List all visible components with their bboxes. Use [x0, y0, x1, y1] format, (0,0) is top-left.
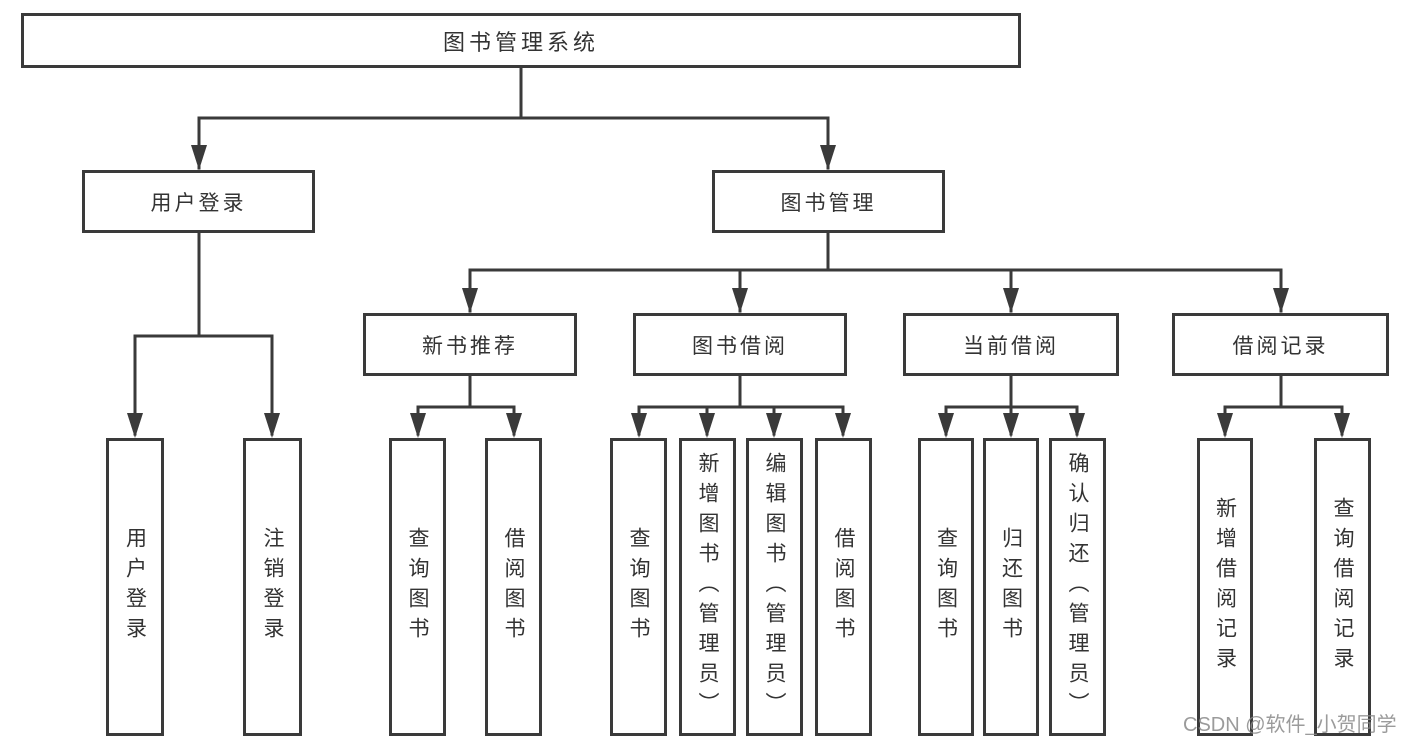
watermark-text: CSDN @软件_小贺同学 — [1183, 714, 1397, 736]
arrow-down-icon — [506, 413, 522, 438]
arrow-down-icon — [462, 288, 478, 313]
node-root: 图书管理系统 — [21, 13, 1021, 68]
leaf-bb-add-books-admin: 新增图书（管理员） — [679, 438, 736, 736]
leaf-br-add-record-label: 新增借阅记录 — [1213, 497, 1237, 677]
node-new-book-recommend-label: 新书推荐 — [422, 334, 518, 358]
leaf-br-add-record: 新增借阅记录 — [1197, 438, 1253, 736]
arrow-down-icon — [410, 413, 426, 438]
arrow-down-icon — [1217, 413, 1233, 438]
leaf-logout: 注销登录 — [243, 438, 302, 736]
node-user-login-label: 用户登录 — [150, 191, 247, 215]
node-book-management: 图书管理 — [712, 170, 945, 233]
arrow-down-icon — [1273, 288, 1289, 313]
node-borrow-records: 借阅记录 — [1172, 313, 1389, 376]
leaf-logout-label: 注销登录 — [261, 527, 284, 647]
arrowheads — [127, 145, 1350, 438]
leaf-bb-edit-books-admin-label: 编辑图书（管理员） — [763, 452, 786, 722]
leaf-nb-borrow-books: 借阅图书 — [485, 438, 542, 736]
leaf-cb-return-books: 归还图书 — [983, 438, 1039, 736]
leaf-cb-query-books-label: 查询图书 — [934, 527, 958, 647]
arrow-down-icon — [264, 413, 280, 438]
arrow-down-icon — [191, 145, 207, 170]
arrow-down-icon — [1069, 413, 1085, 438]
leaf-cb-return-books-label: 归还图书 — [999, 527, 1023, 647]
node-borrow-records-label: 借阅记录 — [1232, 334, 1329, 358]
leaf-bb-query-books: 查询图书 — [610, 438, 667, 736]
arrow-down-icon — [127, 413, 143, 438]
leaf-bb-query-books-label: 查询图书 — [627, 527, 650, 647]
leaf-cb-query-books: 查询图书 — [918, 438, 974, 736]
node-book-borrow: 图书借阅 — [633, 313, 847, 376]
leaf-nb-query-books-label: 查询图书 — [406, 527, 429, 647]
leaf-bb-borrow-books: 借阅图书 — [815, 438, 872, 736]
arrow-down-icon — [1334, 413, 1350, 438]
arrow-down-icon — [766, 413, 782, 438]
edges-book-borrow — [637, 374, 845, 436]
arrow-down-icon — [835, 413, 851, 438]
node-root-label: 图书管理系统 — [442, 29, 599, 55]
arrow-down-icon — [699, 413, 715, 438]
arrow-down-icon — [631, 413, 647, 438]
leaf-br-query-record-label: 查询借阅记录 — [1331, 497, 1354, 677]
leaf-nb-query-books: 查询图书 — [389, 438, 446, 736]
edges-borrow-records — [1223, 374, 1344, 436]
leaf-bb-edit-books-admin: 编辑图书（管理员） — [746, 438, 803, 736]
leaf-user-login-label: 用户登录 — [123, 527, 147, 647]
leaf-cb-confirm-return-admin: 确认归还（管理员） — [1049, 438, 1106, 736]
node-current-borrow-label: 当前借阅 — [963, 334, 1059, 358]
connector-lines — [133, 66, 1344, 436]
node-book-management-label: 图书管理 — [780, 191, 877, 215]
leaf-user-login: 用户登录 — [106, 438, 164, 736]
leaf-br-query-record: 查询借阅记录 — [1314, 438, 1371, 736]
leaf-bb-borrow-books-label: 借阅图书 — [832, 527, 855, 647]
edges-book-management — [468, 231, 1283, 313]
node-new-book-recommend: 新书推荐 — [363, 313, 577, 376]
leaf-cb-confirm-return-admin-label: 确认归还（管理员） — [1066, 452, 1089, 722]
node-current-borrow: 当前借阅 — [903, 313, 1119, 376]
edges-root — [197, 66, 830, 170]
arrow-down-icon — [1003, 288, 1019, 313]
arrow-down-icon — [938, 413, 954, 438]
leaf-nb-borrow-books-label: 借阅图书 — [502, 527, 525, 647]
arrow-down-icon — [820, 145, 836, 170]
arrow-down-icon — [1003, 413, 1019, 438]
edges-user-login — [133, 231, 274, 436]
node-user-login: 用户登录 — [82, 170, 315, 233]
arrow-down-icon — [732, 288, 748, 313]
node-book-borrow-label: 图书借阅 — [692, 334, 788, 358]
edges-new-book-recommend — [416, 374, 516, 436]
leaf-bb-add-books-admin-label: 新增图书（管理员） — [696, 452, 719, 722]
